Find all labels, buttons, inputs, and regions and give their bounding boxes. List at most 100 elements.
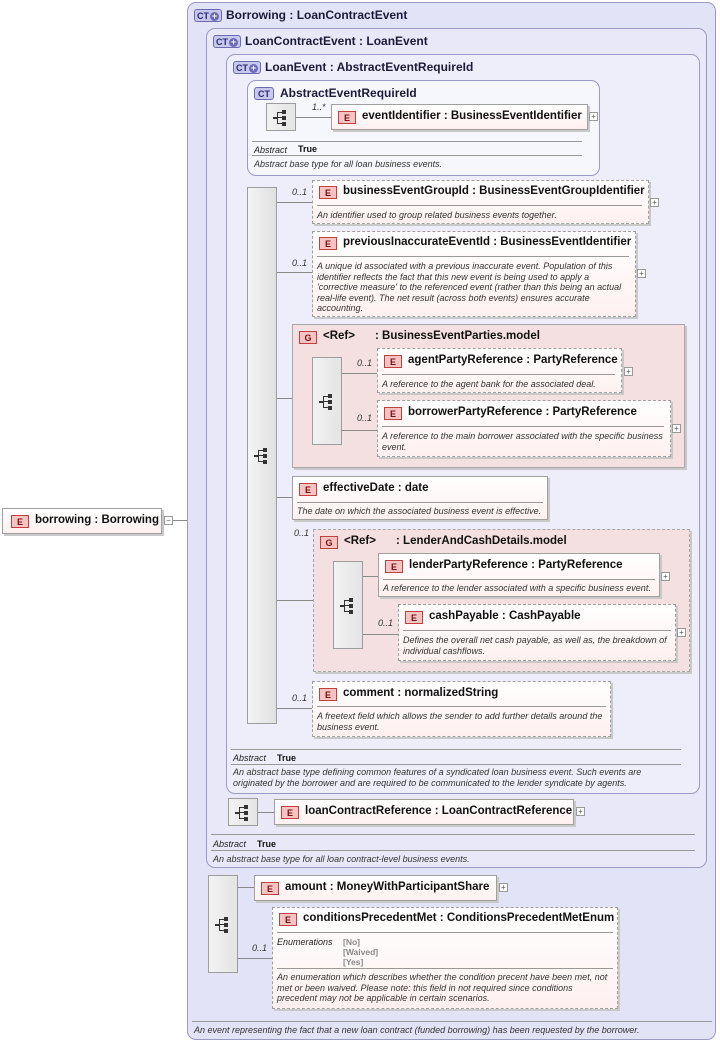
element-business-event-group-id[interactable]: E businessEventGroupId : BusinessEventGr… — [312, 180, 649, 224]
element-label: agentPartyReference : PartyReference — [408, 354, 618, 366]
element-description: A reference to the lender associated wit… — [383, 583, 651, 593]
expand-plus-icon[interactable]: + — [499, 883, 508, 892]
element-description: An identifier used to group related busi… — [317, 210, 557, 220]
element-label: borrowerPartyReference : PartyReference — [408, 406, 637, 418]
abstract-label: Abstract — [233, 753, 267, 763]
sequence-icon — [235, 805, 248, 821]
element-badge: E — [319, 688, 337, 701]
element-label: amount : MoneyWithParticipantShare — [285, 881, 490, 893]
sequence-icon — [319, 394, 332, 410]
element-label: cashPayable : CashPayable — [429, 610, 581, 622]
element-badge: E — [338, 111, 356, 124]
sequence-compositor[interactable] — [208, 875, 238, 973]
element-lender-party-reference[interactable]: E lenderPartyReference : PartyReference … — [378, 553, 660, 597]
expand-plus-icon[interactable]: + — [677, 628, 686, 637]
sequence-compositor[interactable] — [228, 798, 258, 826]
element-badge: E — [11, 515, 29, 528]
complex-type-icon: CT+ — [213, 35, 241, 48]
element-label: lenderPartyReference : PartyReference — [409, 559, 623, 571]
element-amount[interactable]: E amount : MoneyWithParticipantShare — [254, 875, 497, 901]
cardinality: 0..1 — [294, 528, 310, 538]
element-description: The date on which the associated busines… — [297, 506, 542, 516]
element-badge: E — [405, 611, 423, 624]
root-element-borrowing[interactable]: E borrowing : Borrowing — [2, 508, 162, 534]
element-label: loanContractReference : LoanContractRefe… — [305, 805, 573, 817]
group-label: : LenderAndCashDetails.model — [396, 535, 567, 547]
complex-type-description: Abstract base type for all loan business… — [254, 159, 443, 169]
element-cash-payable[interactable]: E cashPayable : CashPayable Defines the … — [398, 604, 676, 661]
sequence-icon — [215, 917, 228, 933]
element-previous-inaccurate-event-id[interactable]: E previousInaccurateEventId : BusinessEv… — [312, 231, 636, 317]
element-badge: E — [281, 806, 299, 819]
element-label: comment : normalizedString — [343, 687, 499, 699]
complex-type-description: An event representing the fact that a ne… — [194, 1025, 640, 1035]
element-label: conditionsPrecedentMet : ConditionsPrece… — [303, 912, 615, 924]
cardinality: 0..1 — [378, 618, 394, 628]
sequence-compositor[interactable] — [266, 103, 296, 131]
collapse-minus-icon[interactable]: − — [164, 516, 173, 525]
element-description: A unique id associated with a previous i… — [317, 261, 622, 313]
element-description: An enumeration which describes whether t… — [277, 972, 608, 1003]
expand-plus-icon[interactable]: + — [624, 367, 633, 376]
abstract-value: True — [277, 753, 297, 763]
element-agent-party-reference[interactable]: E agentPartyReference : PartyReference A… — [377, 348, 622, 393]
element-description: A reference to the agent bank for the as… — [382, 379, 596, 389]
group-ref-label: <Ref> — [344, 535, 376, 547]
abstract-value: True — [298, 144, 318, 154]
sequence-icon — [254, 448, 267, 464]
complex-type-icon: CT+ — [233, 61, 261, 74]
element-badge: E — [299, 483, 317, 496]
complex-type-icon: CT — [254, 87, 274, 100]
abstract-label: Abstract — [254, 145, 288, 155]
sequence-compositor[interactable] — [247, 187, 277, 724]
sequence-compositor[interactable] — [312, 357, 342, 445]
element-comment[interactable]: E comment : normalizedString A freetext … — [312, 681, 611, 737]
complex-type-description: An abstract base type defining common fe… — [233, 767, 642, 788]
element-borrower-party-reference[interactable]: E borrowerPartyReference : PartyReferenc… — [377, 400, 671, 457]
abstract-value: True — [257, 839, 277, 849]
expand-plus-icon[interactable]: + — [589, 112, 598, 121]
cardinality: 0..1 — [292, 693, 308, 703]
connector-root — [172, 520, 198, 521]
sequence-compositor[interactable] — [333, 561, 363, 649]
complex-type-icon: CT+ — [194, 9, 222, 22]
complex-type-description: An abstract base type for all loan contr… — [213, 854, 470, 864]
cardinality: 0..1 — [252, 943, 268, 953]
group-label: : BusinessEventParties.model — [375, 330, 540, 342]
expand-plus-icon[interactable]: + — [637, 269, 646, 278]
sequence-icon — [340, 598, 353, 614]
element-badge: E — [385, 560, 403, 573]
enum-value: [Waived] — [343, 947, 379, 957]
element-badge: E — [279, 913, 297, 926]
element-badge: E — [319, 186, 337, 199]
complex-type-title: Borrowing : LoanContractEvent — [226, 8, 408, 22]
expand-plus-icon[interactable]: + — [672, 424, 681, 433]
element-label: eventIdentifier : BusinessEventIdentifie… — [362, 110, 582, 122]
enumerations-label: Enumerations — [277, 937, 333, 947]
enum-value: [No] — [343, 937, 360, 947]
element-conditions-precedent-met[interactable]: E conditionsPrecedentMet : ConditionsPre… — [272, 907, 618, 1009]
expand-plus-icon[interactable]: + — [661, 572, 670, 581]
root-element-label: borrowing : Borrowing — [35, 514, 159, 526]
cardinality: 0..1 — [357, 358, 373, 368]
element-event-identifier[interactable]: E eventIdentifier : BusinessEventIdentif… — [331, 104, 588, 130]
element-effective-date[interactable]: E effectiveDate : date The date on which… — [292, 476, 548, 520]
element-loan-contract-reference[interactable]: E loanContractReference : LoanContractRe… — [274, 799, 574, 825]
expand-plus-icon[interactable]: + — [576, 807, 585, 816]
element-label: effectiveDate : date — [323, 482, 429, 494]
element-badge: E — [384, 407, 402, 420]
cardinality: 0..1 — [357, 413, 373, 423]
element-label: businessEventGroupId : BusinessEventGrou… — [343, 185, 645, 197]
expand-plus-icon[interactable]: + — [650, 198, 659, 207]
abstract-label: Abstract — [213, 839, 247, 849]
complex-type-title: AbstractEventRequireId — [280, 86, 417, 100]
cardinality: 1..* — [312, 102, 326, 112]
group-badge: G — [320, 536, 338, 549]
cardinality: 0..1 — [292, 187, 308, 197]
element-label: previousInaccurateEventId : BusinessEven… — [343, 236, 632, 248]
group-badge: G — [299, 331, 317, 344]
sequence-icon — [273, 110, 286, 126]
element-description: Defines the overall net cash payable, as… — [403, 635, 667, 656]
element-description: A reference to the main borrower associa… — [382, 431, 663, 452]
group-ref-label: <Ref> — [323, 330, 355, 342]
